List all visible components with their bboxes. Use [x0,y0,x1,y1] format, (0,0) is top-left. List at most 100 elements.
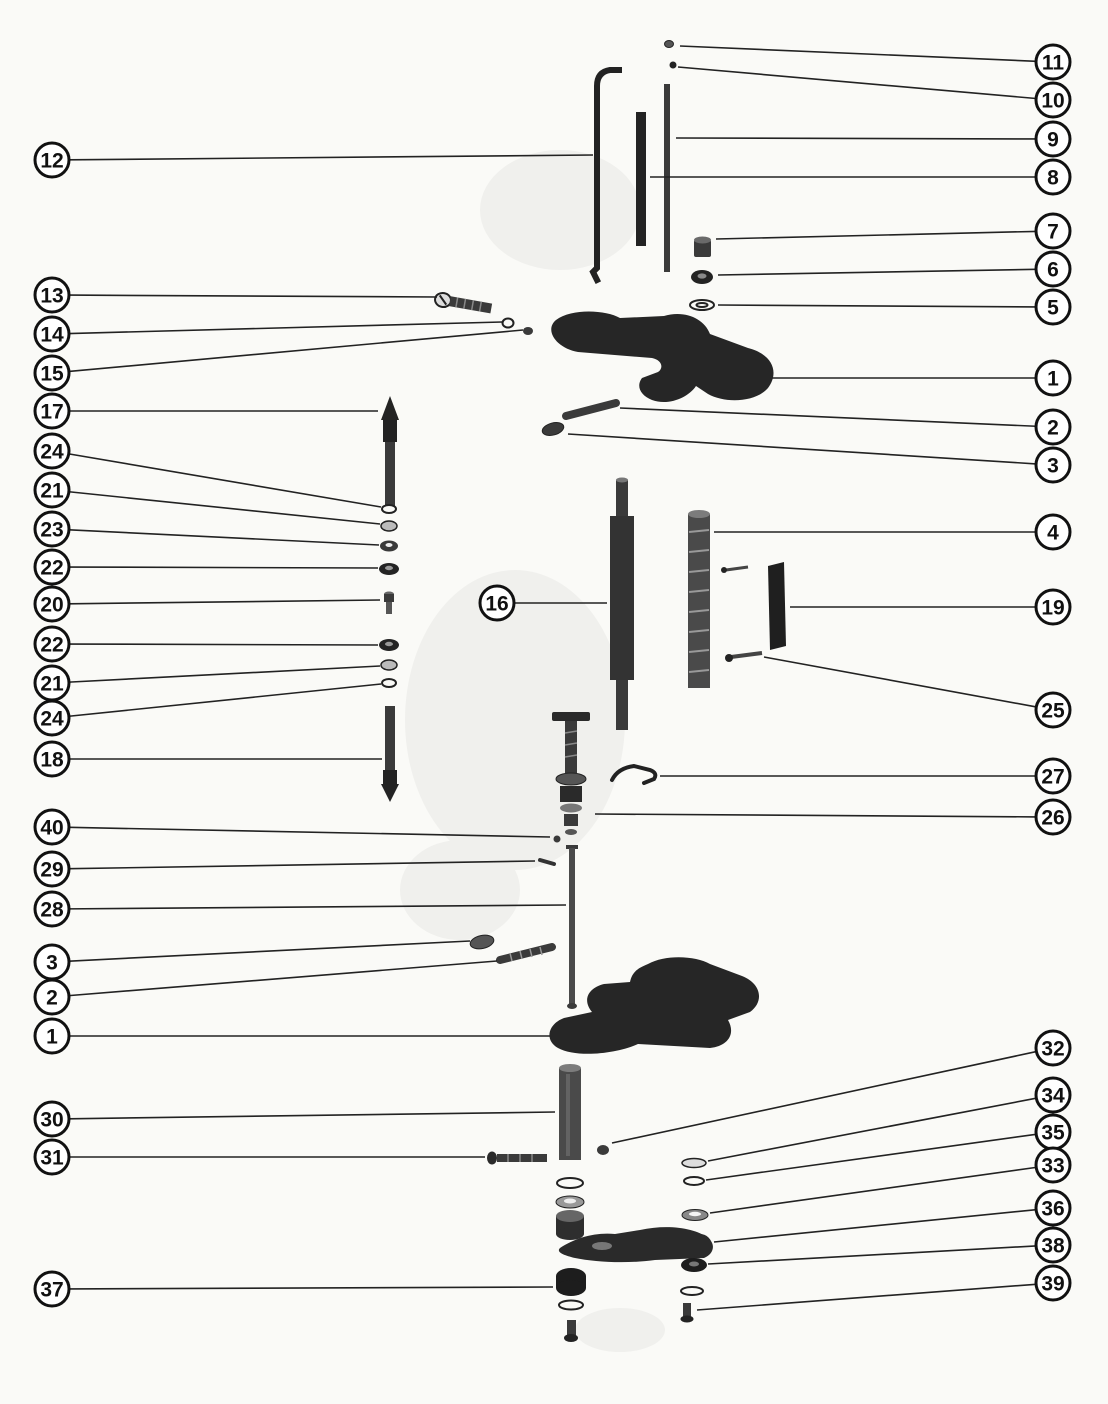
callout-number-19-11: 19 [1041,597,1064,620]
part-cap-3-upper [541,422,565,436]
leader-line-28-38 [68,904,567,910]
callout-24-34: 24 [33,699,71,737]
callout-circle-22-30 [33,548,71,586]
part-washer-stack-upper [379,504,399,688]
callout-37-44: 37 [33,1270,71,1308]
callout-2-8: 2 [1034,408,1072,446]
part-bracket-lower-1 [549,957,760,1054]
callout-circle-24-27 [33,432,71,470]
callout-27-13: 27 [1034,757,1072,795]
callout-number-32-15: 32 [1041,1038,1064,1061]
callout-1-41: 1 [33,1017,71,1055]
callout-circle-11-0 [1034,43,1072,81]
callout-number-3-9: 3 [1047,455,1059,478]
callout-19-11: 19 [1034,588,1072,626]
callout-25-12: 25 [1034,691,1072,729]
leader-line-36-19 [713,1208,1037,1243]
part-bushing-7 [694,236,711,257]
callout-10-1: 10 [1034,81,1072,119]
leader-line-35-17 [705,1133,1037,1181]
callout-4-10: 4 [1034,513,1072,551]
callout-5-6: 5 [1034,288,1072,326]
leader-line-3-39 [68,940,471,962]
part-bolt-assembly-26 [552,712,590,835]
callout-number-16-45: 16 [485,593,508,616]
callout-7-4: 7 [1034,212,1072,250]
callout-circle-8-3 [1034,158,1072,196]
callout-number-1-7: 1 [1047,368,1059,391]
callout-circle-2-8 [1034,408,1072,446]
callout-number-38-20: 38 [1041,1235,1065,1258]
callout-number-36-19: 36 [1041,1198,1064,1221]
callout-circle-32-15 [1034,1029,1072,1067]
callout-circle-15-25 [33,354,71,392]
part-stud-18 [381,706,399,802]
leader-line-30-42 [68,1111,556,1120]
callout-number-27-13: 27 [1041,766,1064,789]
callout-circle-23-29 [33,510,71,548]
callout-8-3: 8 [1034,158,1072,196]
callout-circle-24-34 [33,699,71,737]
leader-line-23-29 [68,529,380,546]
callout-circle-17-26 [33,392,71,430]
callout-31-43: 31 [33,1138,71,1176]
callout-26-14: 26 [1034,798,1072,836]
callout-number-22-30: 22 [40,557,63,580]
callout-circle-33-18 [1034,1146,1072,1184]
callout-11-0: 11 [1034,43,1072,81]
callout-number-21-28: 21 [40,480,64,503]
callout-29-37: 29 [33,850,71,888]
leader-line-33-18 [709,1166,1037,1214]
leader-line-24-27 [68,453,382,508]
part-screw-13 [434,291,493,314]
leader-line-21-28 [68,490,381,525]
callout-circle-12-22 [33,141,71,179]
leader-line-22-30 [68,566,379,569]
callout-circle-39-21 [1034,1264,1072,1302]
callout-number-35-17: 35 [1041,1122,1065,1145]
leader-line-38-20 [707,1245,1037,1265]
callout-circle-5-6 [1034,288,1072,326]
callout-circle-36-19 [1034,1189,1072,1227]
callout-number-9-2: 9 [1047,129,1059,152]
callout-circle-1-41 [33,1017,71,1055]
callout-36-19: 36 [1034,1189,1072,1227]
part-tube-30 [559,1064,581,1160]
part-washer-stack-lower-left [555,1177,585,1240]
callout-number-1-41: 1 [46,1026,58,1049]
callout-15-25: 15 [33,354,71,392]
part-washer-14 [501,317,515,329]
leader-line-26-14 [594,813,1037,818]
leader-line-14-24 [68,321,503,335]
callout-number-12-22: 12 [40,150,63,173]
callout-circle-34-16 [1034,1076,1072,1114]
callout-number-14-24: 14 [40,324,64,347]
leader-line-15-25 [68,329,524,373]
callout-circle-38-20 [1034,1226,1072,1264]
callout-number-3-39: 3 [46,952,58,975]
callout-39-21: 39 [1034,1264,1072,1302]
leader-line-11-0 [679,45,1037,63]
callout-16-45: 16 [478,584,516,622]
callout-circle-14-24 [33,315,71,353]
part-shaft-16 [610,477,634,730]
callout-6-5: 6 [1034,250,1072,288]
leader-line-37-44 [68,1286,554,1290]
callout-circles: 1110987651234192527263234353336383912131… [33,43,1072,1308]
callout-21-33: 21 [33,664,71,702]
leader-line-32-15 [611,1050,1037,1144]
part-strip-8 [636,112,646,246]
part-washer-5 [689,299,715,311]
leader-line-34-16 [707,1097,1037,1162]
callout-circle-29-37 [33,850,71,888]
callout-number-39-21: 39 [1041,1273,1064,1296]
part-screw-25-bottom [725,651,763,662]
callout-38-20: 38 [1034,1226,1072,1264]
callout-3-39: 3 [33,943,71,981]
part-cap-3-lower [469,934,495,950]
callout-circle-37-44 [33,1270,71,1308]
callout-circle-7-4 [1034,212,1072,250]
leader-line-21-33 [68,665,381,683]
